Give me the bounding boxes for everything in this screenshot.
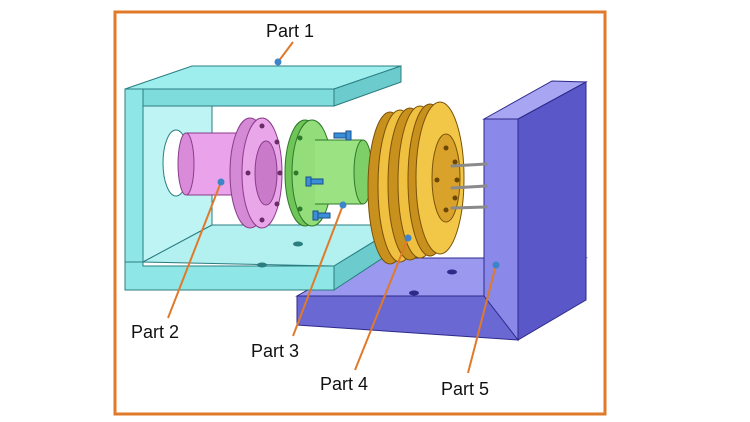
label-part4: Part 4 (320, 374, 368, 394)
label-part5: Part 5 (441, 379, 489, 399)
label-part1: Part 1 (266, 21, 314, 41)
part1-marker (274, 58, 282, 66)
label-part3: Part 3 (251, 341, 299, 361)
part4-pulley (367, 101, 488, 265)
part3-marker (339, 201, 347, 209)
label-part2: Part 2 (131, 322, 179, 342)
part5-bracket (295, 80, 588, 342)
part3-coupling (284, 119, 373, 227)
leader-lines (167, 41, 497, 374)
part4-marker (404, 234, 412, 242)
diagram-frame (113, 10, 607, 416)
part5-marker (492, 261, 500, 269)
part2-marker (217, 178, 225, 186)
